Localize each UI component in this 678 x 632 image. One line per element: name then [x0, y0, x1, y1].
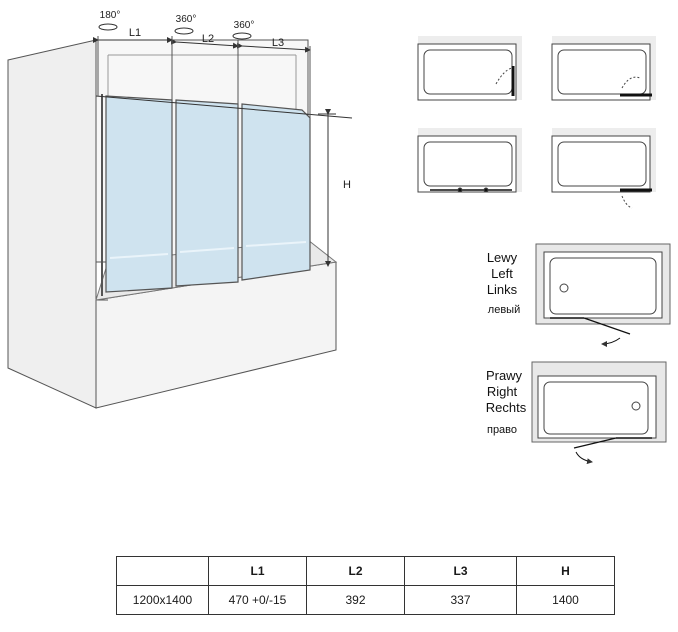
- table-header-cell: L3: [404, 556, 517, 586]
- variant-2: [551, 36, 656, 101]
- table-cell-l3: 337: [404, 585, 517, 615]
- label-right: Right: [487, 384, 518, 399]
- side-wall: [7, 39, 97, 409]
- label-pravo: право: [487, 424, 517, 436]
- table-cell-l1: 470 +0/-15: [208, 585, 307, 615]
- label-left: Left: [491, 266, 513, 281]
- variant-3: [417, 128, 522, 193]
- table-header-cell: H: [516, 556, 615, 586]
- table-header-row: L1 L2 L3 H: [116, 556, 615, 586]
- rotation-180-label: 180°: [100, 10, 121, 21]
- dimension-table: L1 L2 L3 H 1200x1400 470 +0/-15 392 337 …: [116, 556, 615, 615]
- table-row: 1200x1400 470 +0/-15 392 337 1400: [116, 585, 615, 615]
- table-header-cell: L1: [208, 556, 307, 586]
- table-cell-size: 1200x1400: [116, 585, 209, 615]
- label-prawy: Prawy: [486, 368, 523, 383]
- bathtub-3d-drawing: L1 L2 L3 180° 360° 360° H: [7, 10, 353, 409]
- right-variant-drawing: [531, 361, 667, 465]
- dim-l3-label: L3: [272, 37, 284, 49]
- dim-l2-label: L2: [202, 33, 214, 45]
- dim-l1-label: L1: [129, 27, 141, 39]
- rotation-arrow-icon: [98, 23, 252, 40]
- glass-panel-2: [175, 99, 239, 287]
- label-rechts: Rechts: [486, 400, 527, 415]
- right-variant-labels: Prawy Right Rechts право: [486, 368, 527, 436]
- table-header-cell: L2: [306, 556, 405, 586]
- rotation-360-label-1: 360°: [176, 14, 197, 25]
- rotation-360-label-2: 360°: [234, 20, 255, 31]
- glass-panel-3: [241, 103, 311, 281]
- variant-1: [417, 36, 522, 101]
- variant-top-views: [417, 36, 656, 209]
- left-variant-labels: Lewy Left Links левый: [487, 250, 520, 316]
- dim-h-label: H: [343, 179, 351, 191]
- variant-4: [551, 128, 656, 209]
- label-levyi: левый: [488, 304, 520, 316]
- table-header-cell: [116, 556, 209, 586]
- table-cell-h: 1400: [516, 585, 615, 615]
- table-cell-l2: 392: [306, 585, 405, 615]
- label-links: Links: [487, 282, 518, 297]
- left-variant-drawing: [535, 243, 671, 347]
- glass-panel-1: [105, 95, 173, 293]
- label-lewy: Lewy: [487, 250, 518, 265]
